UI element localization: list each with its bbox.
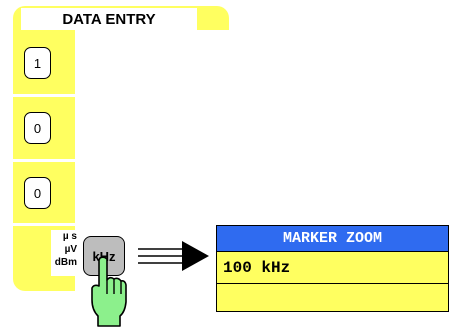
marker-zoom-dialog: MARKER ZOOM 100 kHz: [216, 225, 449, 312]
dialog-title: MARKER ZOOM: [217, 226, 448, 252]
arrow-right-icon: [138, 241, 209, 271]
unit-label-voltage: µV: [64, 244, 77, 255]
panel-title: DATA ENTRY: [21, 8, 197, 30]
digit-key-1[interactable]: 1: [24, 47, 51, 79]
unit-labels: µ s µV dBm: [51, 230, 79, 276]
digit-key-0-second[interactable]: 0: [24, 177, 51, 209]
digit-key-0[interactable]: 0: [24, 112, 51, 144]
data-entry-panel: DATA ENTRY 1 0 0 µ s µV dBm: [13, 6, 229, 291]
unit-label-level: dBm: [54, 257, 77, 268]
divider: [13, 94, 75, 97]
zoom-value-field[interactable]: 100 kHz: [217, 252, 448, 284]
unit-label-time: µ s: [62, 231, 77, 242]
divider: [13, 223, 75, 226]
divider: [13, 159, 75, 162]
pointing-hand-icon: [91, 256, 127, 327]
